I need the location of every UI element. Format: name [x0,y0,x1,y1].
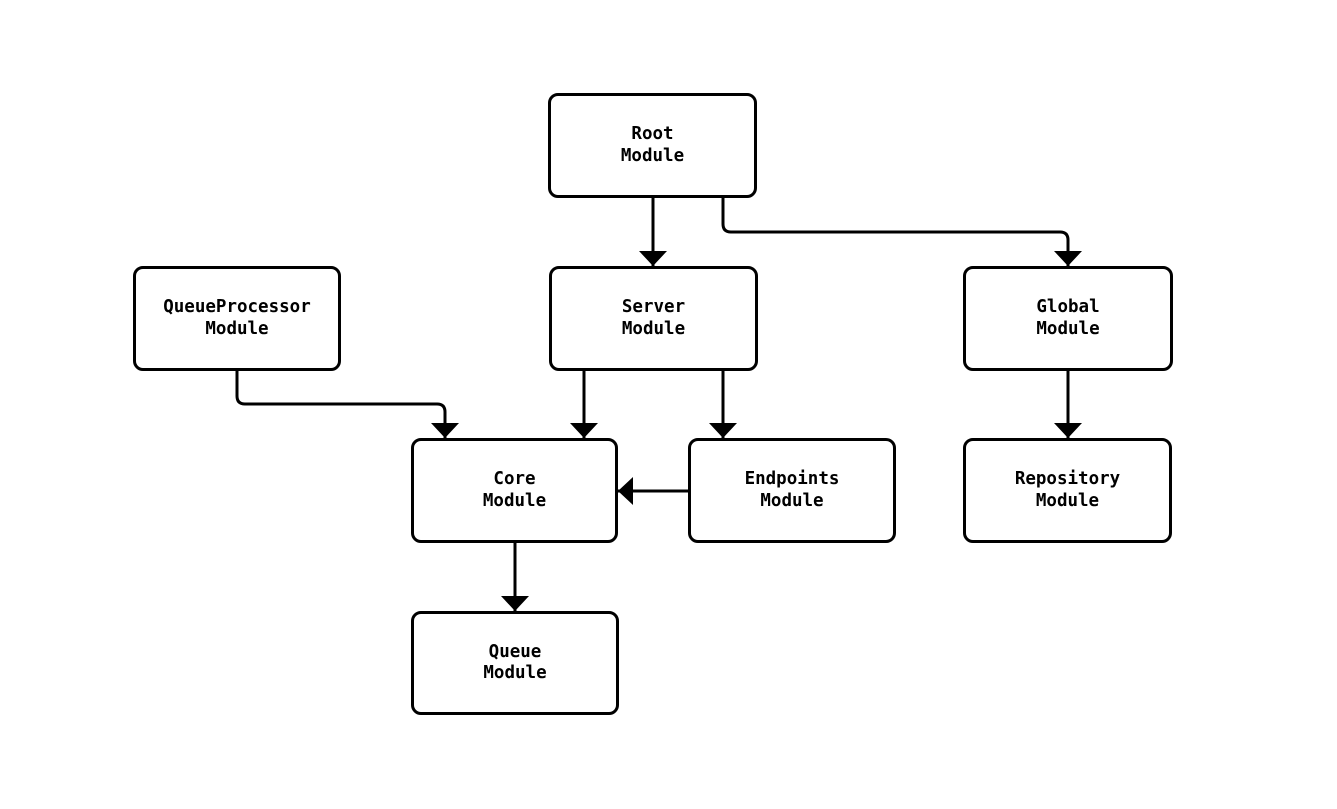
edge-root-to-global [721,198,1082,266]
node-global-module: Global Module [963,266,1173,371]
node-queueprocessor-module: QueueProcessor Module [133,266,341,371]
node-queue-module: Queue Module [411,611,619,715]
edge-queueprocessor-to-core [235,371,459,438]
node-root-module: Root Module [548,93,757,198]
node-core-module: Core Module [411,438,618,543]
node-endpoints-module: Endpoints Module [688,438,896,543]
node-repository-module: Repository Module [963,438,1172,543]
node-server-module: Server Module [549,266,758,371]
